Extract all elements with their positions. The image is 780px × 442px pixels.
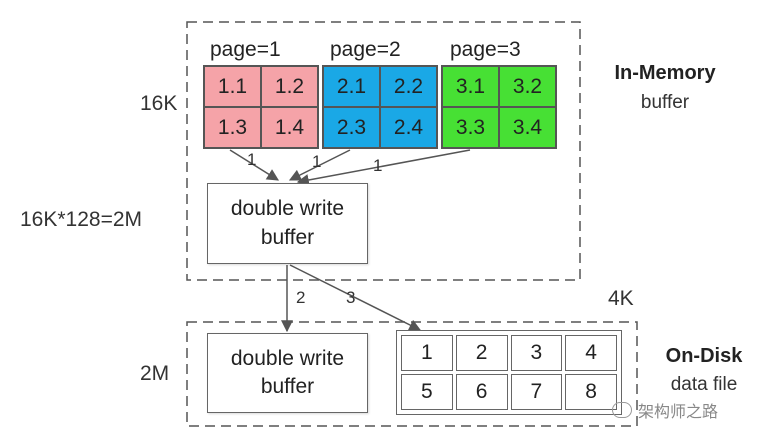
page-1-cell: 1.4 bbox=[261, 107, 318, 148]
page-2-grid: 2.1 2.2 2.3 2.4 bbox=[322, 65, 438, 149]
in-memory-region bbox=[186, 21, 581, 281]
on-disk-title: On-Disk bbox=[665, 345, 743, 367]
page-3-cell: 3.2 bbox=[499, 66, 556, 107]
page-1-cell: 1.3 bbox=[204, 107, 261, 148]
page-3-cell: 3.1 bbox=[442, 66, 499, 107]
disk-dwb-line1: double write bbox=[230, 346, 345, 370]
watermark: 架构师之路 bbox=[612, 398, 718, 422]
edge-label-dwb-to-data-file: 3 bbox=[346, 288, 356, 307]
page-3-cell: 3.3 bbox=[442, 107, 499, 148]
in-memory-title: In-Memory bbox=[614, 62, 716, 84]
page-1-cell: 1.2 bbox=[261, 66, 318, 107]
page-2-cell: 2.3 bbox=[323, 107, 380, 148]
data-file-page: 3 bbox=[510, 335, 563, 371]
page-1-grid: 1.1 1.2 1.3 1.4 bbox=[203, 65, 319, 149]
memory-dwb-line1: double write bbox=[230, 197, 345, 221]
page-2-label: page=2 bbox=[330, 38, 401, 61]
data-file-page: 7 bbox=[510, 374, 563, 410]
edge-label-dwb-to-disk-dwb: 2 bbox=[296, 288, 306, 307]
data-file-page: 8 bbox=[565, 374, 617, 410]
data-file-page: 2 bbox=[455, 335, 508, 371]
edge-label-page2: 1 bbox=[312, 152, 322, 171]
edge-label-page1: 1 bbox=[247, 150, 257, 169]
page-3-label: page=3 bbox=[450, 38, 521, 61]
memory-double-write-buffer: double write buffer bbox=[207, 183, 368, 264]
dwb-size-label: 16K*128=2M bbox=[20, 208, 143, 231]
arrow-page3-to-dwb bbox=[296, 149, 471, 186]
disk-page-size-label: 4K bbox=[608, 287, 634, 310]
page-2-cell: 2.2 bbox=[380, 66, 437, 107]
page-3-cell: 3.4 bbox=[499, 107, 556, 148]
page-2-cell: 2.1 bbox=[323, 66, 380, 107]
on-disk-subtitle: data file bbox=[670, 374, 738, 395]
watermark-text: 架构师之路 bbox=[638, 404, 719, 421]
page-1-label: page=1 bbox=[210, 38, 281, 61]
arrow-page1-to-dwb bbox=[229, 149, 280, 181]
data-file-page: 6 bbox=[455, 374, 508, 410]
memory-dwb-line2: buffer bbox=[260, 225, 315, 249]
page-3-grid: 3.1 3.2 3.3 3.4 bbox=[441, 65, 557, 149]
page-2-cell: 2.4 bbox=[380, 107, 437, 148]
page-1-cell: 1.1 bbox=[204, 66, 261, 107]
edge-label-page3: 1 bbox=[373, 156, 383, 175]
arrow-dwb-to-data-file bbox=[289, 264, 422, 331]
data-file-page: 5 bbox=[401, 374, 453, 410]
wechat-icon bbox=[612, 402, 632, 418]
data-file-page: 4 bbox=[565, 335, 617, 371]
disk-dwb-size-label: 2M bbox=[140, 362, 170, 385]
disk-double-write-buffer: double write buffer bbox=[207, 333, 368, 413]
data-file-page: 1 bbox=[401, 335, 453, 371]
in-memory-subtitle: buffer bbox=[640, 92, 690, 113]
data-file-grid: 1 2 3 4 5 6 7 8 bbox=[396, 330, 622, 415]
disk-dwb-line2: buffer bbox=[260, 375, 315, 398]
page-size-label: 16K bbox=[140, 92, 178, 115]
